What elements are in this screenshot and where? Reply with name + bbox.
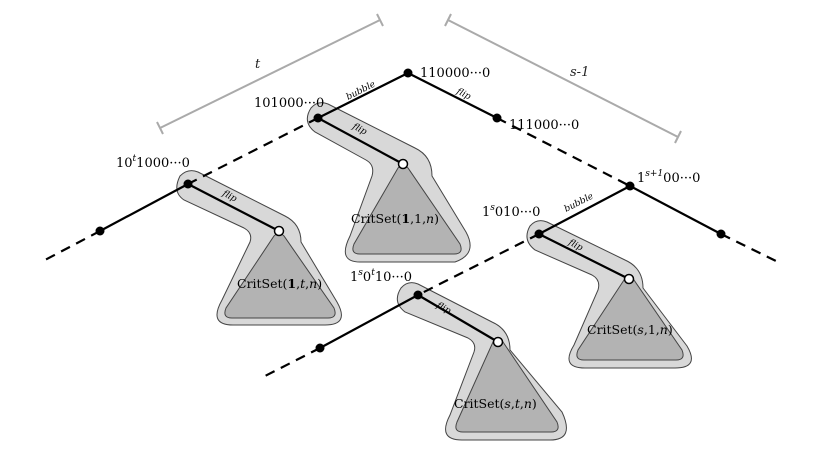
span-label-t: t <box>255 57 261 72</box>
node-1s100 <box>625 181 635 191</box>
critset-label-1-t-n: CritSet(1,t,n) <box>237 276 322 291</box>
node-leaf-right <box>716 229 726 239</box>
node-111000 <box>492 113 502 123</box>
node-10t1000 <box>183 179 193 189</box>
node-label-root: 110000···0 <box>420 66 490 81</box>
node-1s0t10 <box>413 290 423 300</box>
node-label-1s0t10: 1s0t10···0 <box>350 268 412 285</box>
node-leaf-left <box>95 226 105 236</box>
span-label-s-minus-1: s-1 <box>570 65 589 80</box>
dashed-edges <box>44 117 779 377</box>
critset-label-s-t-n: CritSet(s,t,n) <box>454 396 537 411</box>
node-label-101000: 101000···0 <box>254 96 324 111</box>
span-bracket-s-minus-1 <box>444 13 682 144</box>
node-subtree-root-2 <box>273 225 285 237</box>
node-label-1s100: 1s+100···0 <box>637 169 700 186</box>
subtree-root-nodes <box>273 158 635 348</box>
node-label-1s010: 1s010···0 <box>482 203 540 220</box>
subtree-crit-1-t-n <box>176 170 342 326</box>
node-1s010 <box>534 229 544 239</box>
node-label-10t1000: 10t1000···0 <box>116 154 190 171</box>
subtree-crit-s-t-n <box>396 282 567 441</box>
node-subtree-root-4 <box>492 336 504 348</box>
critset-label-s-1-n: CritSet(s,1,n) <box>587 322 673 337</box>
node-root <box>403 68 413 78</box>
tree-nodes <box>95 68 726 353</box>
node-label-111000: 111000···0 <box>509 118 579 133</box>
subtree-crit-s-1-n <box>526 220 692 369</box>
node-leaf-bottom-left <box>315 343 325 353</box>
node-101000 <box>313 113 323 123</box>
span-bracket-t <box>156 13 384 135</box>
node-subtree-root-1 <box>397 158 409 170</box>
critset-label-1-1-n: CritSet(1,1,n) <box>351 211 439 226</box>
solid-edges <box>99 72 722 349</box>
edge-label-bubble-right: bubble <box>563 192 595 215</box>
node-subtree-root-3 <box>623 273 635 285</box>
